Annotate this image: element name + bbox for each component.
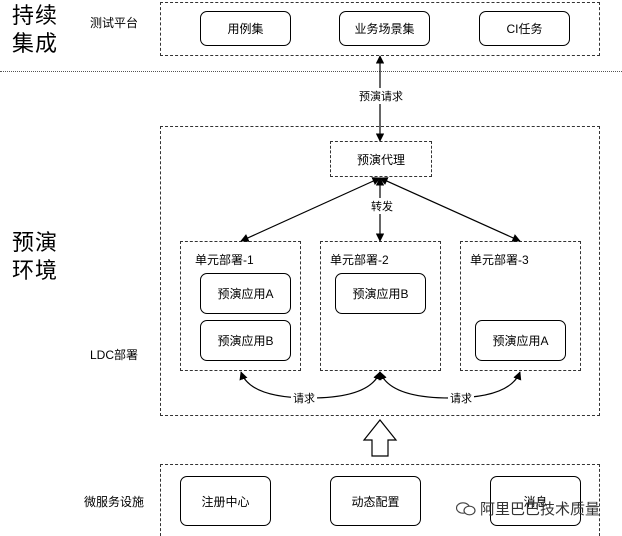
watermark: 阿里巴巴技术质量 [456, 498, 600, 519]
case-set-box[interactable]: 用例集 [200, 11, 291, 46]
microservice-infra-container [160, 464, 600, 536]
dynamic-config-box[interactable]: 动态配置 [330, 476, 421, 526]
hollow-up-arrow [362, 419, 398, 457]
ci-title-line2: 集成 [12, 31, 59, 56]
ci-title: 持续 集成 [12, 2, 58, 58]
forward-arrow-unit1 [240, 177, 381, 242]
unit3-app-a-box[interactable]: 预演应用A [475, 320, 566, 361]
ci-title-line1: 持续 [12, 3, 59, 28]
wechat-icon [456, 501, 476, 516]
preview-env-title: 预演 环境 [12, 229, 58, 285]
preview-env-title-line1: 预演 [12, 230, 59, 255]
unit1-app-a-box[interactable]: 预演应用A [200, 273, 291, 314]
request-label-1: 请求 [291, 390, 317, 406]
unit1-app-b-box[interactable]: 预演应用B [200, 320, 291, 361]
preview-proxy-box[interactable]: 预演代理 [330, 141, 432, 177]
test-platform-label: 测试平台 [90, 16, 139, 30]
forward-arrow-unit3 [379, 177, 521, 242]
section-separator [0, 71, 622, 72]
forward-label: 转发 [369, 198, 395, 214]
request-label-2: 请求 [448, 390, 474, 406]
unit2-app-b-box[interactable]: 预演应用B [335, 273, 426, 314]
unit-deploy-1-title: 单元部署-1 [195, 253, 254, 267]
business-scenario-set-box[interactable]: 业务场景集 [339, 11, 430, 46]
registry-center-box[interactable]: 注册中心 [180, 476, 271, 526]
microservice-infra-label: 微服务设施 [84, 495, 145, 509]
ci-task-box[interactable]: CI任务 [479, 11, 570, 46]
ldc-deploy-label: LDC部署 [90, 348, 139, 362]
preview-env-title-line2: 环境 [12, 258, 59, 283]
watermark-text: 阿里巴巴技术质量 [480, 501, 601, 518]
unit-deploy-2-title: 单元部署-2 [330, 253, 389, 267]
unit-deploy-3-title: 单元部署-3 [470, 253, 529, 267]
message-box[interactable]: 消息 [490, 476, 581, 526]
preview-request-label: 预演请求 [357, 88, 405, 104]
